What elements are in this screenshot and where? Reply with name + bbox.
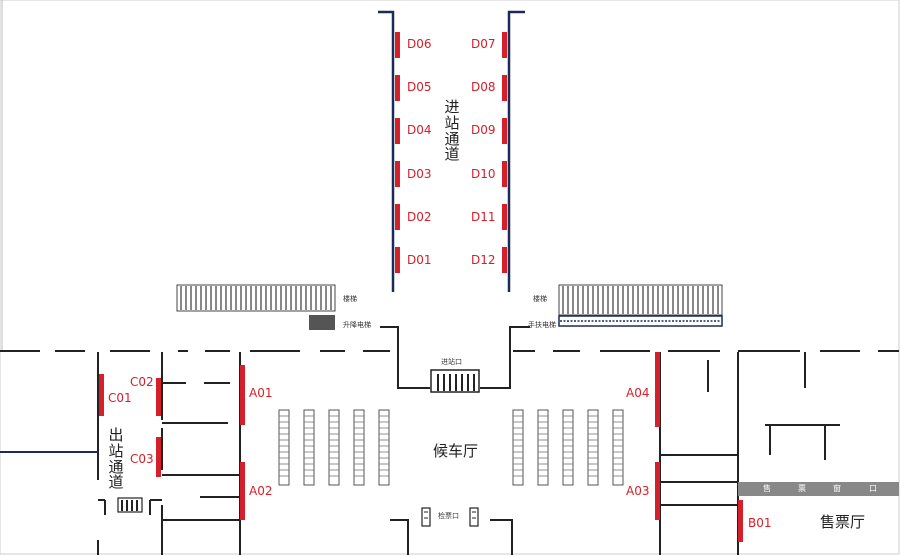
stairs-left-label: 楼梯 <box>343 295 357 303</box>
check-gate <box>390 507 513 555</box>
ad-slot-a02[interactable]: A02 <box>249 484 273 498</box>
ad-slot-d01[interactable]: D01 <box>407 253 432 267</box>
escalator-right-label: 手扶电梯 <box>528 321 556 329</box>
ticket-window-bar <box>738 482 899 496</box>
ad-slot-a04[interactable]: A04 <box>626 386 650 400</box>
ad-slot-d05[interactable]: D05 <box>407 80 432 94</box>
ad-slot-d12[interactable]: D12 <box>471 253 496 267</box>
d-ad-markers <box>395 32 507 273</box>
ad-slot-a01[interactable]: A01 <box>249 386 273 400</box>
hall-ad-markers <box>99 352 743 542</box>
ad-slot-d09[interactable]: D09 <box>471 123 496 137</box>
ad-slot-d10[interactable]: D10 <box>471 167 496 181</box>
ticket-window-char: 口 <box>869 484 877 493</box>
entry-passage-label: 进站通道 <box>444 98 460 164</box>
ad-slot-d06[interactable]: D06 <box>407 37 432 51</box>
ticket-hall-label: 售票厅 <box>820 513 866 531</box>
ad-slot-d07[interactable]: D07 <box>471 37 496 51</box>
entry-gate <box>430 369 480 393</box>
stairs-right <box>558 284 723 316</box>
entry-gate-label: 进站口 <box>441 358 462 366</box>
exit-passage-label: 出站通道 <box>108 426 124 492</box>
ad-slot-d08[interactable]: D08 <box>471 80 496 94</box>
elevator-left <box>309 315 335 330</box>
stairs-right-label: 楼梯 <box>533 295 547 303</box>
ticket-window-char: 售 <box>763 484 771 493</box>
seating-left <box>278 409 390 486</box>
ad-slot-c03[interactable]: C03 <box>130 452 154 466</box>
ticket-window-char: 窗 <box>833 484 841 493</box>
ad-slot-d04[interactable]: D04 <box>407 123 432 137</box>
elevator-left-label: 升降电梯 <box>343 321 371 329</box>
escalator-right <box>558 315 723 327</box>
seating-right <box>512 409 624 486</box>
ad-slot-c02[interactable]: C02 <box>130 375 154 389</box>
stairs-left <box>176 284 336 312</box>
ad-slot-d02[interactable]: D02 <box>407 210 432 224</box>
exit-gate <box>117 497 143 513</box>
check-gate-label: 检票口 <box>438 512 459 520</box>
ad-slot-c01[interactable]: C01 <box>108 391 132 405</box>
entry-passage-walls <box>378 10 525 292</box>
ad-slot-b01[interactable]: B01 <box>748 516 772 530</box>
ad-slot-d11[interactable]: D11 <box>471 210 496 224</box>
waiting-hall-label: 候车厅 <box>433 442 479 460</box>
ad-slot-a03[interactable]: A03 <box>626 484 650 498</box>
ticket-window-char: 票 <box>798 484 806 493</box>
ad-slot-d03[interactable]: D03 <box>407 167 432 181</box>
